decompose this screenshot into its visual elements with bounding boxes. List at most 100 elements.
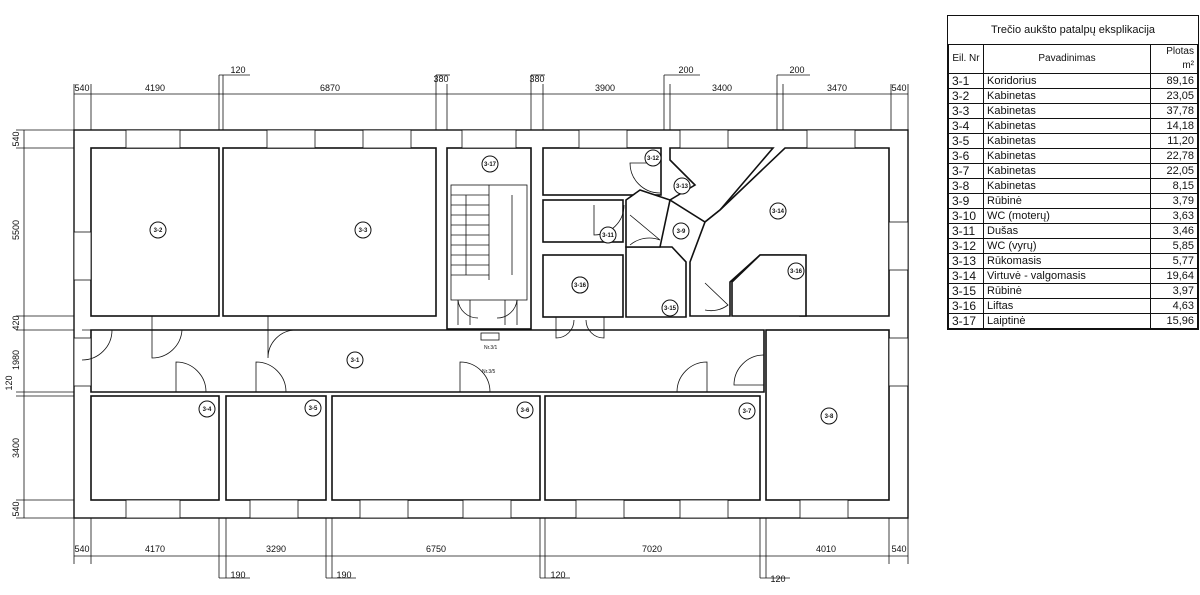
row-name: Rūbinė <box>983 283 1151 299</box>
dim-bottom-6: 540 <box>891 544 906 554</box>
corridor-note: Nr.3/5 <box>482 369 496 375</box>
dim-left-2: 420 <box>11 315 21 330</box>
tag-3-1: 3-1 <box>351 358 360 364</box>
tag-3-12: 3-12 <box>647 156 660 162</box>
row-name: Virtuvė - valgomasis <box>983 268 1151 284</box>
tag-3-9: 3-9 <box>677 229 686 235</box>
row-number: 3-16 <box>948 298 984 314</box>
tag-3-16-lift: 3-16 <box>574 283 587 289</box>
dims-left: 540 5500 420 1980 120 3400 540 <box>4 129 74 519</box>
col-header-area-label: Plotas <box>1166 46 1194 57</box>
dim-top-0: 540 <box>74 83 89 93</box>
dim-top-8: 3400 <box>712 83 732 93</box>
row-name: Liftas <box>983 298 1151 314</box>
row-area: 19,64 <box>1150 268 1198 284</box>
room-schedule-table: Trečio aukšto patalpų eksplikacija Eil. … <box>947 15 1199 330</box>
row-number: 3-9 <box>948 193 984 209</box>
row-number: 3-8 <box>948 178 984 194</box>
row-area: 3,79 <box>1150 193 1198 209</box>
row-name: Kabinetas <box>983 133 1151 149</box>
windows-side <box>73 221 909 387</box>
dim-bottom-sub-1: 190 <box>336 570 351 580</box>
tag-3-4: 3-4 <box>203 407 212 413</box>
room-3-7 <box>544 395 761 501</box>
tag-3-7: 3-7 <box>743 409 752 415</box>
dim-bottom-4: 7020 <box>642 544 662 554</box>
row-name: Kabinetas <box>983 103 1151 119</box>
dim-left-0: 540 <box>11 131 21 146</box>
row-number: 3-5 <box>948 133 984 149</box>
row-name: Rūkomasis <box>983 253 1151 269</box>
stair-flights <box>450 184 528 301</box>
row-area: 15,96 <box>1150 313 1198 329</box>
row-area: 3,46 <box>1150 223 1198 239</box>
dim-bottom-1: 4170 <box>145 544 165 554</box>
row-number: 3-12 <box>948 238 984 254</box>
dim-top-9: 200 <box>789 65 804 75</box>
tag-3-11: 3-11 <box>602 233 614 239</box>
dim-top-1: 4190 <box>145 83 165 93</box>
row-number: 3-13 <box>948 253 984 269</box>
row-area: 11,20 <box>1150 133 1198 149</box>
row-number: 3-17 <box>948 313 984 329</box>
tag-3-13: 3-13 <box>676 184 689 190</box>
tag-3-5: 3-5 <box>309 406 318 412</box>
dim-bottom-sub-3: 120 <box>770 574 785 584</box>
row-number: 3-10 <box>948 208 984 224</box>
dim-bottom-0: 540 <box>74 544 89 554</box>
dim-top-7: 200 <box>678 65 693 75</box>
dim-top-2: 120 <box>230 65 245 75</box>
dim-left-4: 120 <box>4 375 14 390</box>
tag-3-15: 3-15 <box>664 306 677 312</box>
dim-top-11: 540 <box>891 83 906 93</box>
windows-bottom <box>125 499 849 519</box>
tag-3-3: 3-3 <box>359 228 368 234</box>
dim-top-10: 3470 <box>827 83 847 93</box>
dim-left-1: 5500 <box>11 220 21 240</box>
room-3-9 <box>625 246 687 318</box>
row-name: Kabinetas <box>983 163 1151 179</box>
row-number: 3-3 <box>948 103 984 119</box>
dim-bottom-sub-2: 120 <box>550 570 565 580</box>
row-name: WC (vyrų) <box>983 238 1151 254</box>
tag-3-8: 3-8 <box>825 414 834 420</box>
floor-plan: Nr.3/1 Nr.3/5 3-1 3-2 3-3 3-4 3-5 3-6 3-… <box>4 65 909 584</box>
row-number: 3-6 <box>948 148 984 164</box>
room-tags: 3-1 3-2 3-3 3-4 3-5 3-6 3-7 3-8 3-9 3-10… <box>149 149 838 425</box>
col-header-nr: Eil. Nr <box>948 44 984 74</box>
row-name: Kabinetas <box>983 88 1151 104</box>
row-number: 3-2 <box>948 88 984 104</box>
dims-top: 540 4190 120 6870 380 380 3900 200 3400 … <box>73 65 909 130</box>
dim-left-3: 1980 <box>11 350 21 370</box>
dim-left-6: 540 <box>11 501 21 516</box>
dim-top-4: 380 <box>433 74 448 84</box>
room-3-14b <box>689 147 890 317</box>
dim-bottom-2: 3290 <box>266 544 286 554</box>
room-3-14 <box>668 147 775 223</box>
stair-note: Nr.3/1 <box>484 345 498 351</box>
row-name: Laiptinė <box>983 313 1151 329</box>
dim-bottom-sub-0: 190 <box>230 570 245 580</box>
room-3-15 <box>731 254 807 317</box>
row-name: Rūbinė <box>983 193 1151 209</box>
room-3-1 <box>90 329 765 393</box>
row-area: 3,63 <box>1150 208 1198 224</box>
windows-top <box>125 129 856 149</box>
row-name: Koridorius <box>983 73 1151 89</box>
row-area: 8,15 <box>1150 178 1198 194</box>
row-number: 3-11 <box>948 223 984 239</box>
